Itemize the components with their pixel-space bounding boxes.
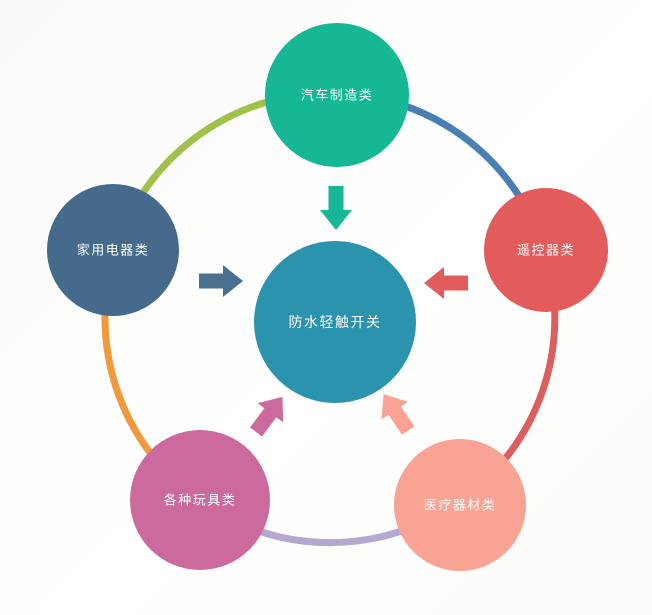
node-home-appliance-circle — [47, 184, 179, 316]
arrow-medical-icon — [370, 385, 422, 440]
central-node-label: 防水轻触开关 — [289, 314, 382, 330]
node-automotive-circle — [265, 23, 409, 167]
node-medical: 医疗器材类 — [394, 439, 526, 571]
arrow-automotive-icon — [320, 186, 352, 230]
node-medical-circle — [394, 439, 526, 571]
node-remote-control-circle — [484, 188, 608, 312]
node-toys: 各种玩具类 — [130, 430, 270, 570]
arrow-remote-control-icon — [424, 267, 468, 299]
node-automotive: 汽车制造类 — [265, 23, 409, 167]
node-remote-control-label: 遥控器类 — [517, 243, 575, 258]
arrow-home-appliance-icon — [199, 265, 243, 297]
node-home-appliance-label: 家用电器类 — [77, 243, 150, 258]
node-medical-label: 医疗器材类 — [424, 498, 497, 513]
node-automotive-label: 汽车制造类 — [301, 88, 374, 103]
node-toys-circle — [130, 430, 270, 570]
arrow-toys-icon — [243, 387, 296, 442]
node-remote-control: 遥控器类 — [484, 188, 608, 312]
node-toys-label: 各种玩具类 — [164, 493, 237, 508]
central-node-circle — [254, 241, 416, 403]
node-home-appliance: 家用电器类 — [47, 184, 179, 316]
central-node: 防水轻触开关 — [254, 241, 416, 403]
